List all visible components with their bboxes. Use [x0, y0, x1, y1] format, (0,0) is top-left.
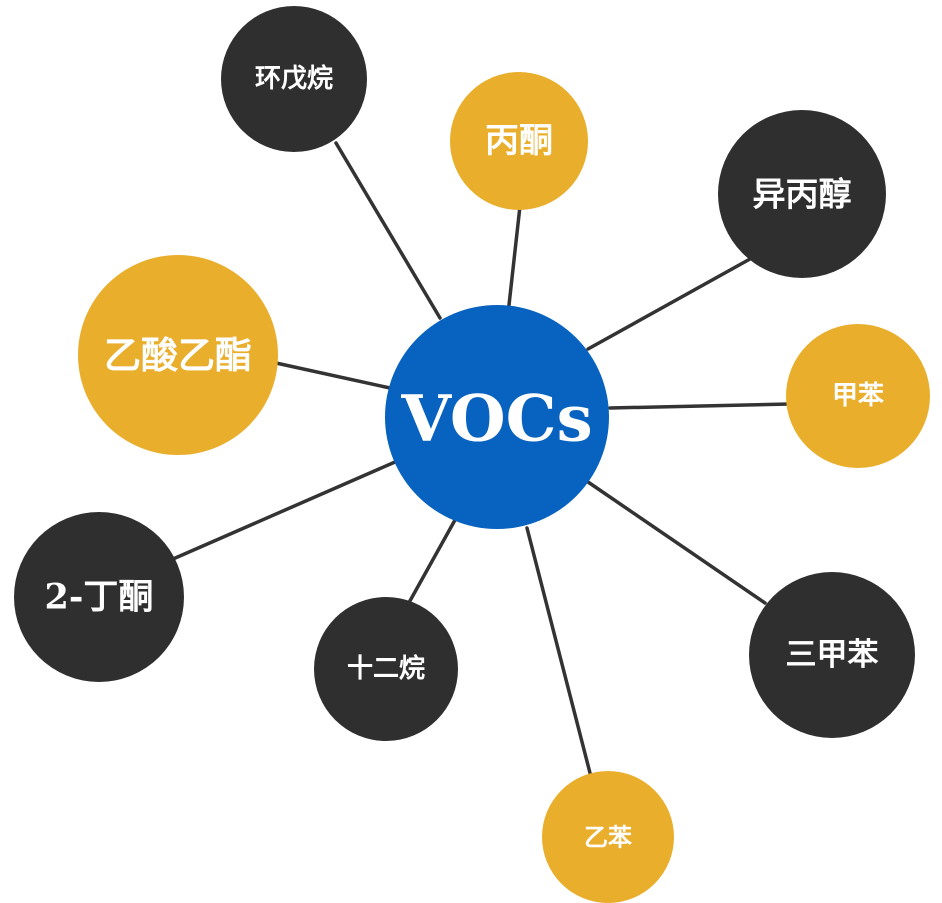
node-cyclopentane[interactable]: 环戊烷 — [221, 6, 367, 152]
node-label: 乙酸乙酯 — [104, 333, 252, 377]
node-circle — [314, 597, 458, 741]
node-ethyl-acetate[interactable]: 乙酸乙酯 — [78, 255, 278, 455]
nodes: 环戊烷 丙酮 异丙醇 乙酸乙酯 甲苯 2-丁酮 十二烷 三甲苯 — [14, 6, 930, 903]
edge-toluene — [608, 402, 792, 410]
node-label: 甲苯 — [832, 381, 884, 411]
node-2-butanone[interactable]: 2-丁酮 — [14, 512, 184, 682]
node-circle — [786, 324, 930, 468]
edges — [171, 141, 792, 775]
node-circle — [14, 512, 184, 682]
node-label: 十二烷 — [347, 653, 425, 684]
node-isopropanol[interactable]: 异丙醇 — [718, 110, 886, 278]
node-label: 异丙醇 — [753, 175, 852, 214]
hub-label: VOCs — [400, 382, 592, 457]
node-circle — [78, 255, 278, 455]
node-label: 环戊烷 — [255, 63, 333, 94]
node-circle — [542, 771, 674, 903]
node-circle — [221, 6, 367, 152]
node-trimethylbenzene[interactable]: 三甲苯 — [749, 572, 915, 738]
node-label: 丙酮 — [485, 121, 553, 161]
node-toluene[interactable]: 甲苯 — [786, 324, 930, 468]
node-acetone[interactable]: 丙酮 — [450, 72, 588, 210]
node-dodecane[interactable]: 十二烷 — [314, 597, 458, 741]
node-circle — [718, 110, 886, 278]
edge-ethylbenzene — [525, 526, 592, 775]
node-label: 乙苯 — [584, 823, 632, 852]
hub-circle — [385, 305, 609, 529]
edge-ethyl-acetate — [274, 361, 392, 390]
edge-cyclopentane — [334, 141, 442, 320]
edge-acetone — [507, 204, 522, 307]
node-circle — [749, 572, 915, 738]
edge-isopropanol — [586, 257, 752, 351]
hub-node[interactable]: VOCs — [385, 305, 609, 529]
node-label: 三甲苯 — [786, 637, 879, 673]
edge-dodecane — [404, 518, 457, 610]
node-circle — [450, 72, 588, 210]
node-label: 2-丁酮 — [45, 577, 154, 618]
edge-2-butanone — [171, 460, 397, 561]
edge-trimethylbenzene — [586, 480, 767, 605]
node-ethylbenzene[interactable]: 乙苯 — [542, 771, 674, 903]
